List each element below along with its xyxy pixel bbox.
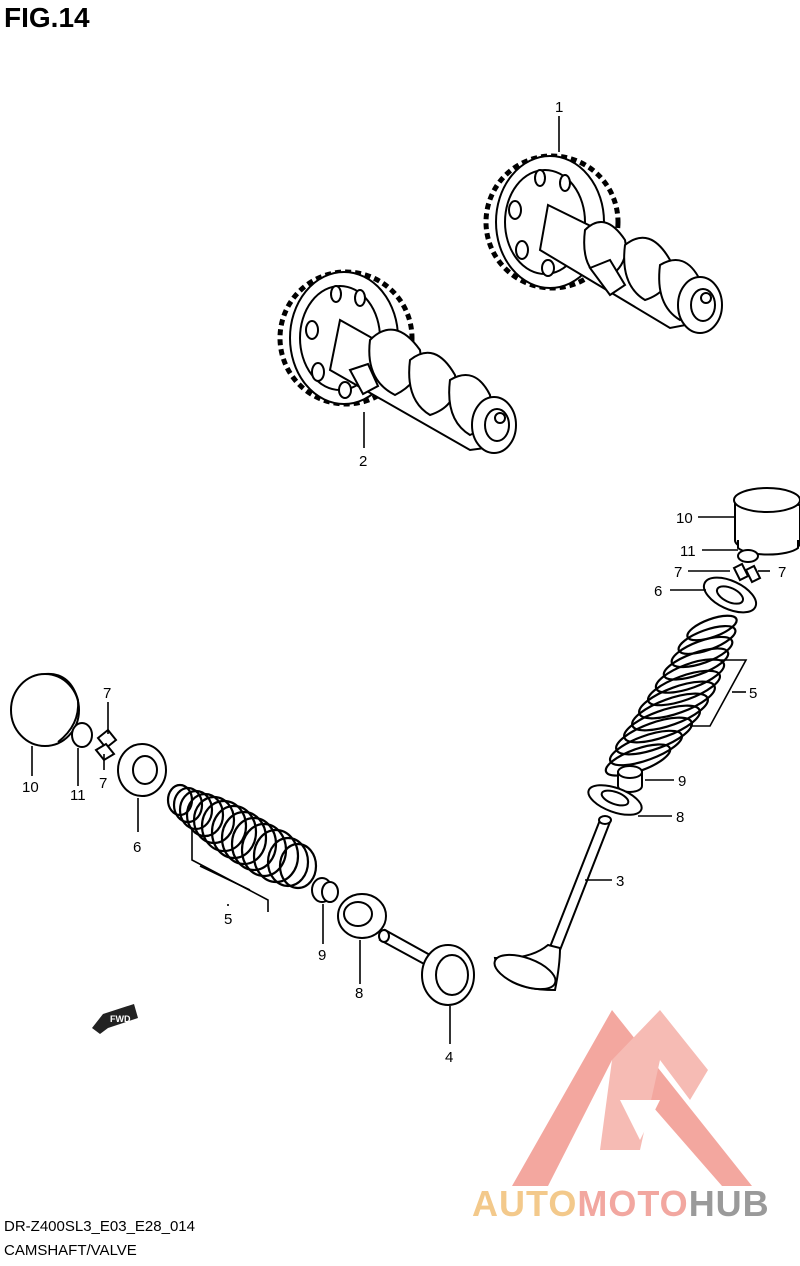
watermark-hub: HUB — [688, 1183, 770, 1224]
callout-5-right: 5 — [749, 685, 757, 702]
spring-retainer-left — [117, 743, 167, 797]
callout-9-right: 9 — [678, 773, 686, 790]
callout-10-left: 10 — [22, 779, 39, 796]
diagram-code: DR-Z400SL3_E03_E28_014 — [4, 1218, 195, 1235]
callout-9-left: 9 — [318, 947, 326, 964]
tappet-left — [10, 672, 80, 747]
callout-6-right: 6 — [654, 583, 662, 600]
callout-11-right: 11 — [680, 543, 696, 560]
spring-seat-left — [337, 893, 387, 939]
callout-7-right-b: 7 — [778, 564, 786, 581]
diagram-name: CAMSHAFT/VALVE — [4, 1242, 137, 1259]
watermark-logo-icon — [512, 1010, 752, 1186]
callout-8-left: 8 — [355, 985, 363, 1002]
callout-6-left: 6 — [133, 839, 141, 856]
valve-spring-left — [166, 783, 318, 890]
stem-seal-left — [311, 877, 339, 903]
valve-spring-right — [604, 614, 738, 777]
cotter-right-b — [744, 564, 762, 584]
tappet-right — [733, 487, 800, 556]
callout-7-left-bottom: 7 — [99, 775, 107, 792]
watermark-auto: AUTO — [472, 1183, 578, 1224]
valve-right — [493, 815, 612, 992]
callout-labels: 1 2 3 4 5 5 6 6 7 7 7 7 8 8 9 9 10 10 11… — [22, 99, 786, 1066]
camshaft-2 — [277, 269, 517, 454]
figure-title: FIG.14 — [4, 2, 90, 33]
leader-lines — [31, 116, 770, 1044]
shim-right — [737, 549, 759, 563]
callout-4: 4 — [445, 1049, 453, 1066]
cotter-left-b — [94, 742, 116, 762]
callout-8-right: 8 — [676, 809, 684, 826]
valve-left — [378, 928, 475, 1006]
forward-arrow-label: FWD — [110, 1014, 131, 1024]
forward-arrow-icon: FWD — [92, 1004, 138, 1034]
callout-2: 2 — [359, 453, 367, 470]
camshaft-1 — [483, 153, 723, 334]
spring-retainer-right — [702, 576, 758, 614]
shim-left — [71, 722, 93, 748]
watermark-brand: AUTOMOTOHUB — [472, 1183, 770, 1225]
callout-3: 3 — [616, 873, 624, 890]
left-valve-assembly — [10, 672, 475, 1006]
callout-11-left: 11 — [70, 787, 86, 804]
right-valve-assembly — [493, 487, 800, 992]
callout-1: 1 — [555, 99, 563, 116]
callout-5-left: 5 — [224, 911, 232, 928]
callout-7-right-a: 7 — [674, 564, 682, 581]
callout-7-left-top: 7 — [103, 685, 111, 702]
stem-seal-right — [617, 765, 643, 793]
spring-seat-right — [587, 784, 643, 816]
watermark-moto: MOTO — [577, 1183, 689, 1224]
callout-10-right: 10 — [676, 510, 693, 527]
